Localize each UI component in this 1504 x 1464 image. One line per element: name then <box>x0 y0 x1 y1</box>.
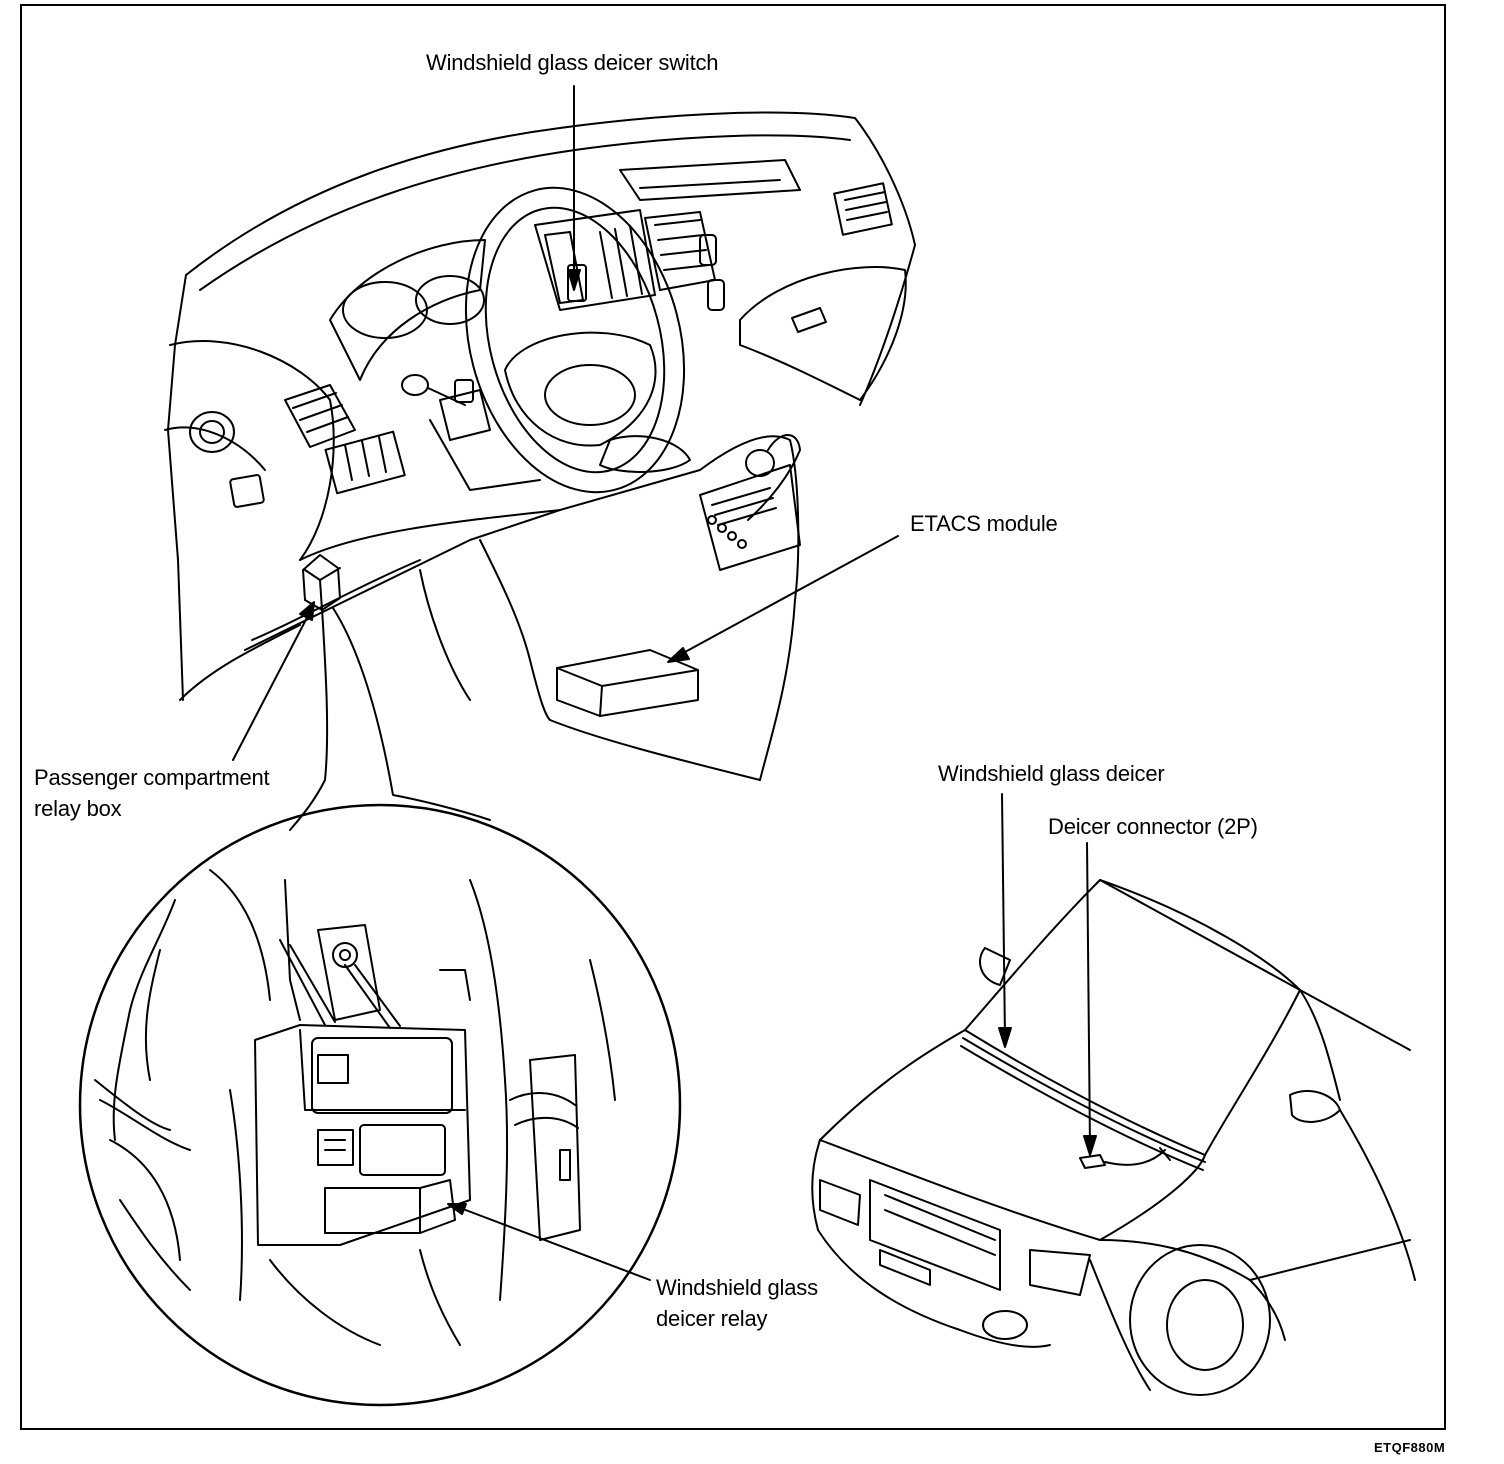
dashboard-illustration <box>165 113 915 780</box>
magnified-relay-box-detail <box>80 608 680 1405</box>
label-deicer-relay-line1: Windshield glass <box>656 1275 818 1300</box>
label-etacs-module: ETACS module <box>910 511 1058 536</box>
vehicle-illustration <box>812 880 1415 1395</box>
label-deicer-connector: Deicer connector (2P) <box>1048 814 1258 839</box>
label-deicer-switch: Windshield glass deicer switch <box>426 50 719 75</box>
label-windshield-deicer: Windshield glass deicer <box>938 761 1165 786</box>
label-relay-box-line1: Passenger compartment <box>34 765 270 790</box>
leader-arrows <box>233 86 1096 1280</box>
figure-code: ETQF880M <box>1374 1440 1446 1455</box>
label-relay-box-line2: relay box <box>34 796 122 821</box>
label-deicer-relay-line2: deicer relay <box>656 1306 768 1331</box>
figure-border <box>20 4 1446 1430</box>
